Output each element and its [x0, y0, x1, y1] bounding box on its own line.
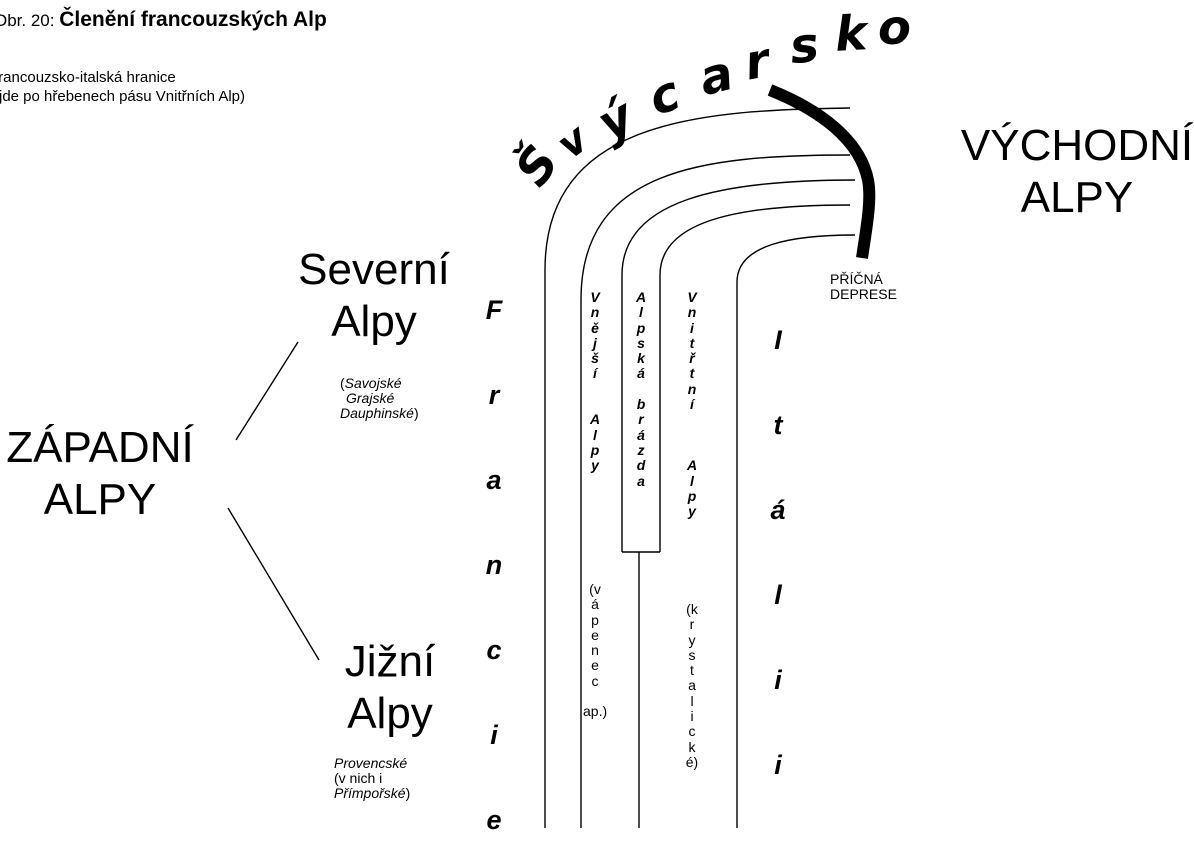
figure-title-bold: Členění francouzských Alp — [59, 8, 327, 31]
switzerland-letter: o — [878, 0, 911, 56]
branch-south-line — [227, 507, 320, 661]
switzerland-letter: k — [833, 5, 869, 63]
alps-diagram-lines — [227, 84, 876, 828]
border-legend-line2: (jde po hřebenech pásu Vnitřních Alp) — [0, 88, 245, 105]
border-legend: francouzsko-italská hranice (jde po hřeb… — [0, 68, 245, 106]
figure-title: Obr. 20: Členění francouzských Alp — [0, 8, 327, 31]
border-thick-line — [767, 84, 876, 259]
southern-alps-note: Provencské (v nich i Přímpořské) — [334, 755, 411, 801]
outer-arc-line — [544, 107, 851, 828]
northern-alps-note: (Savojské Grajské Dauphinské) — [340, 375, 419, 421]
branch-north-line — [235, 341, 299, 441]
switzerland-letter: s — [787, 16, 822, 76]
border-legend-line1: francouzsko-italská hranice — [0, 69, 176, 86]
second-arc-line — [580, 154, 851, 828]
brazda-left-line — [621, 179, 856, 552]
brazda-right-line — [659, 204, 851, 552]
inner-arc-line — [736, 234, 856, 828]
